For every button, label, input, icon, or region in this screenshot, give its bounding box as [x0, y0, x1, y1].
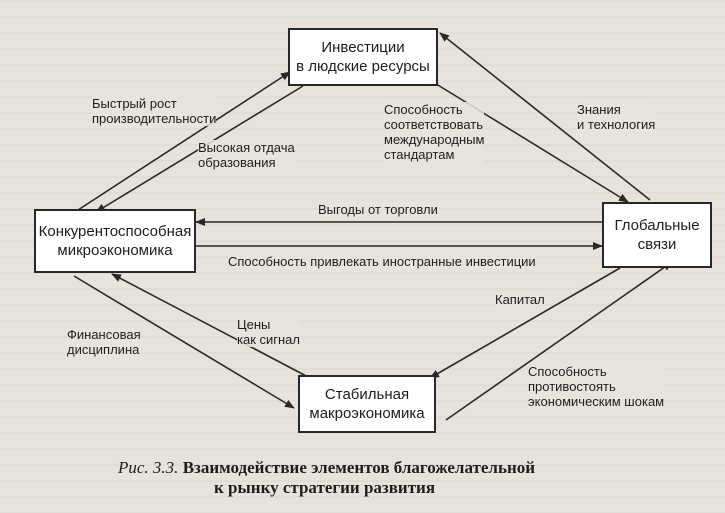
arrow-withstand-shocks	[445, 261, 673, 421]
label-rapid-growth: Быстрый рост производительности	[92, 96, 217, 126]
label-attract-investment: Способность привлекать иностранные инвес…	[228, 254, 536, 269]
node-investments: Инвестиции в людские ресурсы	[288, 28, 438, 86]
arrow-prices-signal	[111, 273, 311, 379]
node-stable-macroeconomy: Стабильная макроэкономика	[298, 375, 436, 433]
caption-title-line2: к рынку стратегии развития	[214, 478, 436, 497]
label-knowledge-tech: Знания и технология	[577, 102, 656, 132]
label-capital: Капитал	[495, 292, 545, 307]
label-intl-standards: Способность соответствовать международны…	[384, 102, 485, 162]
figure-caption: Рис. 3.3. Взаимодействие элементов благо…	[118, 458, 678, 498]
label-financial-discipline: Финансовая дисциплина	[67, 327, 141, 357]
label-prices-signal: Цены как сигнал	[237, 317, 301, 347]
arrow-rapid-growth	[77, 71, 291, 211]
node-competitive-microeconomy: Конкурентоспособная микроэкономика	[34, 209, 196, 273]
label-trade-benefits: Выгоды от торговли	[318, 202, 438, 217]
arrow-capital	[429, 267, 621, 379]
node-global-links: Глобальные связи	[602, 202, 712, 268]
label-withstand-shocks: Способность противостоять экономическим …	[528, 364, 665, 409]
caption-figure-number: Рис. 3.3.	[118, 458, 179, 477]
arrow-knowledge-tech	[439, 32, 651, 201]
label-high-return: Высокая отдача образования	[198, 140, 295, 170]
caption-title-line1: Взаимодействие элементов благожелательно…	[182, 458, 536, 477]
arrow-financial-discipline	[73, 275, 295, 409]
